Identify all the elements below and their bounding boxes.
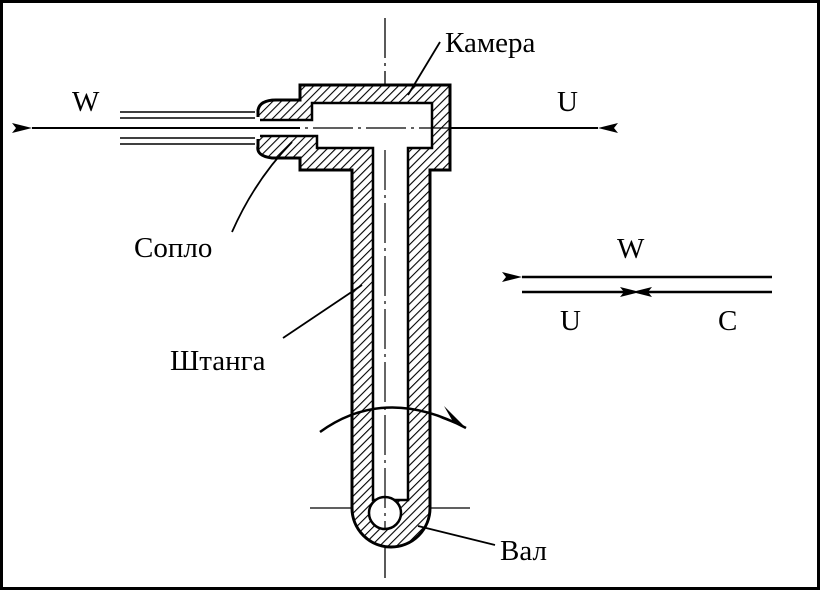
chamber-leader [407, 41, 441, 96]
jet-stream-lines [120, 111, 255, 145]
label-rod: Штанга [170, 345, 266, 377]
label-nozzle: Сопло [134, 232, 212, 264]
inner-channel [248, 101, 434, 502]
label-shaft: Вал [500, 535, 547, 567]
label-c-right: C [718, 305, 737, 337]
label-w-right: W [617, 233, 645, 265]
label-chamber: Камера [445, 27, 536, 59]
rotation-arrowhead-icon [440, 406, 466, 428]
label-w-top: W [72, 86, 100, 118]
rod-leader [282, 284, 363, 339]
rotor-body [256, 83, 452, 549]
label-u-top: U [557, 86, 578, 118]
shaft-leader [417, 525, 496, 546]
nozzle-leader [231, 141, 293, 233]
label-u-right: U [560, 305, 581, 337]
